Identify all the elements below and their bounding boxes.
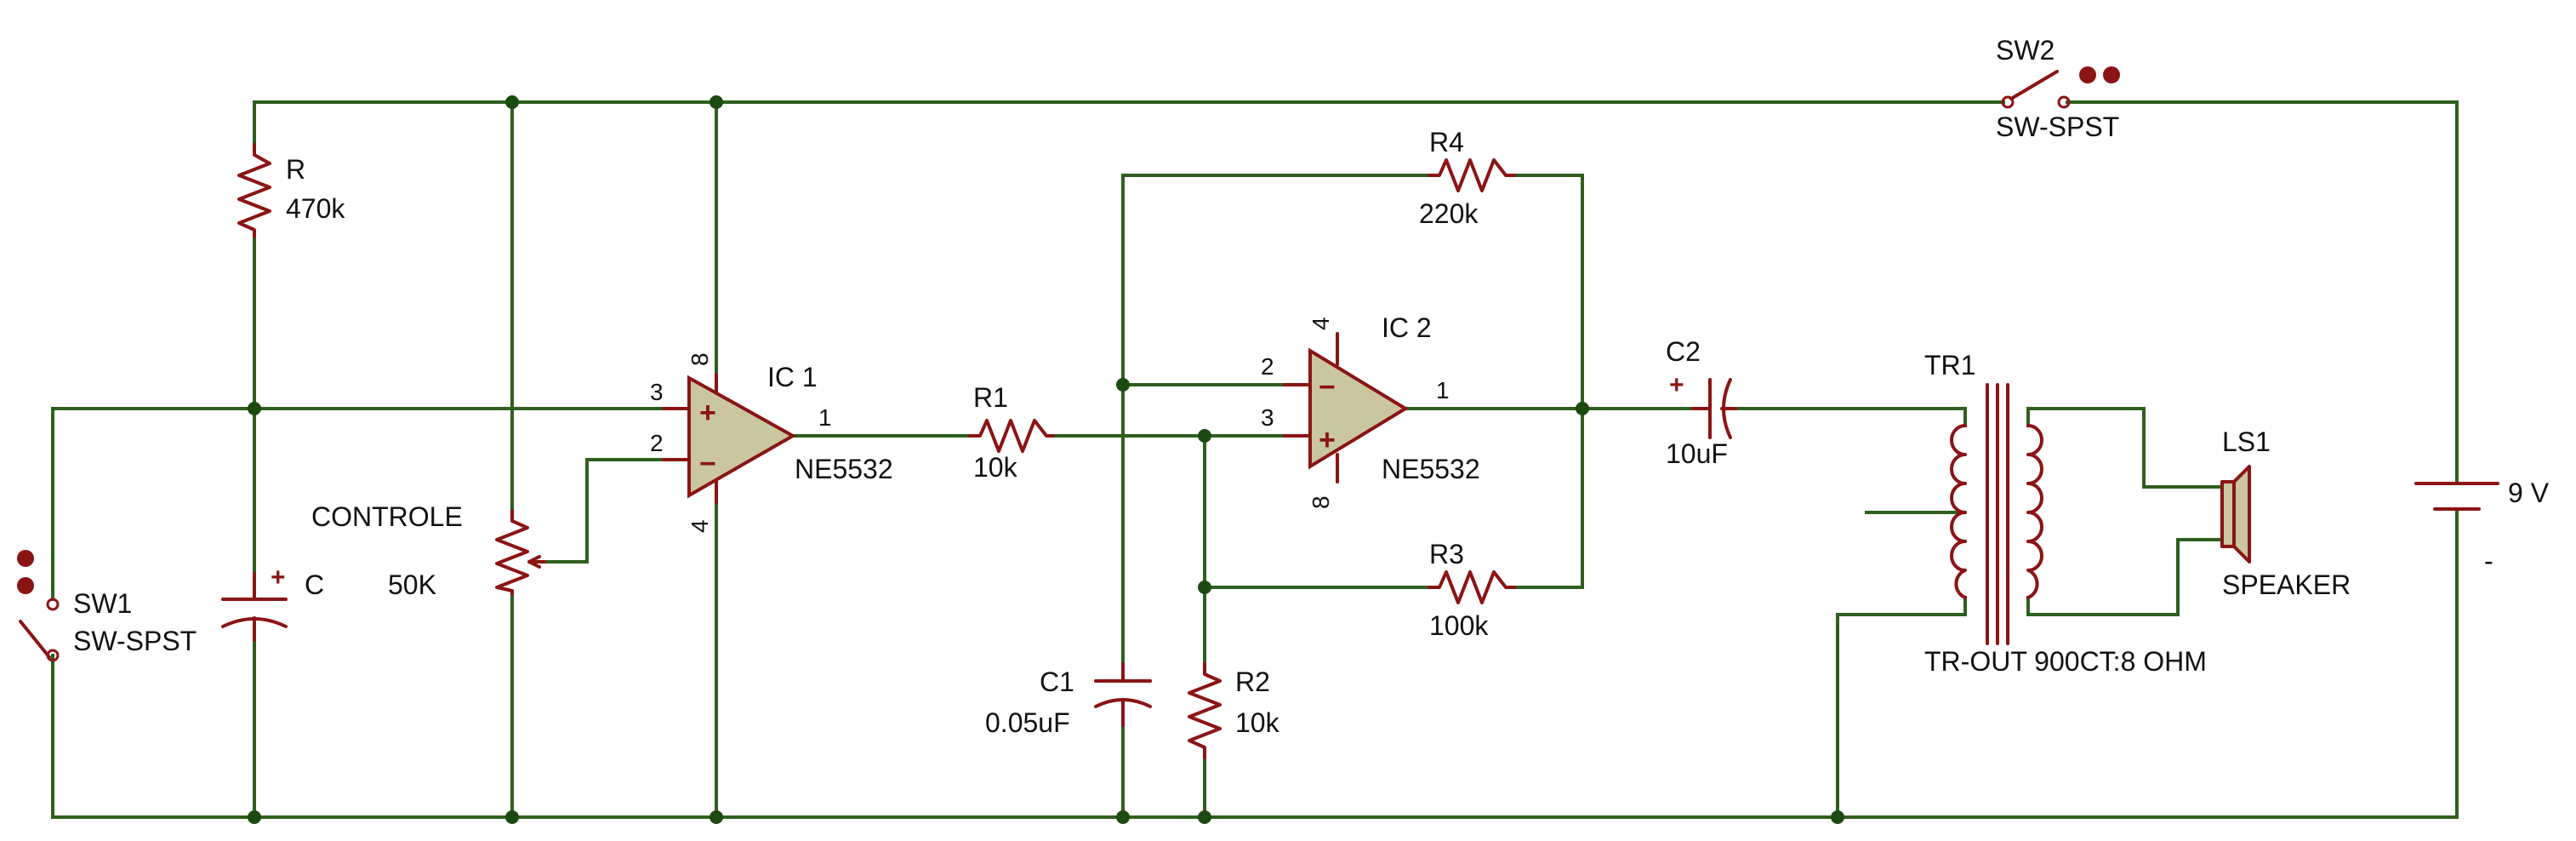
r3-value: 100k <box>1429 610 1489 641</box>
r1-ref: R1 <box>973 382 1008 413</box>
capacitor-c-ref: C <box>305 569 324 600</box>
ic2-pin-top: 4 <box>1308 317 1334 330</box>
c1-value: 0.05uF <box>985 707 1070 738</box>
ic2-pin-plus: 3 <box>1261 404 1274 431</box>
tr-primary-bottom-wire <box>1836 596 1967 819</box>
resistor-r3 <box>1428 570 1516 604</box>
pot-wiper-wire <box>543 458 691 564</box>
resistor-r2 <box>1188 662 1222 759</box>
ls1-value: SPEAKER <box>2222 569 2351 600</box>
sw1-indicator-icon-2 <box>17 577 34 594</box>
tr1-value: TR-OUT 900CT:8 OHM <box>1924 646 2207 677</box>
pot-ref: CONTROLE <box>311 501 463 532</box>
tr-secondary-bottom-wire <box>2026 538 2224 616</box>
c2-ref: C2 <box>1666 336 1701 367</box>
ic2-pin-bottom: 8 <box>1308 495 1334 509</box>
resistor-r1 <box>968 419 1055 453</box>
ic2-plus-symbol: + <box>1319 424 1336 456</box>
r2-value: 10k <box>1235 707 1280 738</box>
capacitor-c <box>221 572 288 642</box>
capacitor-c-plus: + <box>271 564 286 592</box>
ic1-pin-plus: 3 <box>650 379 664 405</box>
r3-ref: R3 <box>1429 539 1464 569</box>
ic2-opamp <box>1283 332 1409 483</box>
junction-dot <box>710 810 723 824</box>
c2-value: 10uF <box>1666 438 1728 469</box>
r4-ref: R4 <box>1429 127 1464 157</box>
tr1-ref: TR1 <box>1924 350 1975 380</box>
c2-plus: + <box>1669 371 1684 399</box>
junction-dot <box>505 95 519 109</box>
resistor-r4 <box>1428 158 1516 192</box>
junction-dot <box>1576 402 1589 415</box>
top-rail-right-wire <box>2066 100 2459 485</box>
resistor-r-value: 470k <box>286 193 345 224</box>
ls1-ref: LS1 <box>2222 426 2271 457</box>
junction-dot <box>505 810 519 824</box>
r4-left-wire <box>1121 174 1431 666</box>
sw2-switch <box>2001 66 2120 109</box>
pot-value: 50K <box>388 569 436 600</box>
sw1-indicator-icon <box>17 550 34 567</box>
tr-primary-top-wire <box>1946 407 1967 427</box>
junction-dot <box>1116 810 1130 824</box>
ic2-ref: IC 2 <box>1382 312 1432 343</box>
r4-right-wire <box>1513 174 1584 589</box>
ic1-pin-vcc: 8 <box>687 352 713 366</box>
capacitor-c2 <box>1691 378 1737 439</box>
sw2-indicator-icon-2 <box>2103 66 2120 83</box>
battery-minus: - <box>2484 546 2493 576</box>
ic2-minus-symbol: − <box>1319 371 1336 403</box>
ic1-ref: IC 1 <box>767 362 818 392</box>
transformer-tr1 <box>1950 383 2043 645</box>
ic1-opamp <box>662 373 797 504</box>
ic1-pin-minus: 2 <box>650 430 664 456</box>
junction-dot <box>1198 810 1211 824</box>
ic1-plus-symbol: + <box>699 397 716 429</box>
resistor-r <box>237 143 271 238</box>
sw1-switch <box>17 550 60 662</box>
ic1-part: NE5532 <box>795 454 893 484</box>
r4-value: 220k <box>1419 198 1479 229</box>
potentiometer <box>495 509 546 596</box>
resistor-r-ref: R <box>286 154 305 185</box>
junction-dot <box>1198 581 1211 594</box>
junction-dot <box>1116 378 1130 392</box>
sw2-indicator-icon <box>2079 66 2096 83</box>
sw2-ref: SW2 <box>1996 35 2055 66</box>
ic2-part: NE5532 <box>1382 454 1480 484</box>
ic2-pin-minus: 2 <box>1261 353 1274 380</box>
tr-secondary-top-wire <box>2026 407 2224 489</box>
junction-dot <box>248 810 261 824</box>
junction-dot <box>710 95 723 109</box>
speaker-ls1 <box>2220 465 2251 564</box>
ic1-minus-symbol: − <box>699 448 716 480</box>
sw1-type: SW-SPST <box>73 626 197 656</box>
sw2-type: SW-SPST <box>1996 112 2119 142</box>
ic2-pin-out: 1 <box>1436 377 1450 403</box>
ic1-pin-gnd: 4 <box>687 519 713 533</box>
junction-dot <box>248 402 261 415</box>
r1-value: 10k <box>973 452 1018 483</box>
r2-ref: R2 <box>1235 667 1270 697</box>
sw1-ref: SW1 <box>73 588 132 619</box>
wires <box>51 100 2459 819</box>
capacitor-c1 <box>1094 662 1152 727</box>
battery-value: 9 V <box>2508 478 2550 508</box>
junction-dot <box>1198 429 1211 443</box>
c1-ref: C1 <box>1040 667 1074 697</box>
sw1-top-wire <box>51 407 691 601</box>
ic1-pin-out: 1 <box>818 404 832 431</box>
battery <box>2414 482 2499 511</box>
junction-dot <box>1831 810 1844 824</box>
junctions <box>248 95 1844 824</box>
